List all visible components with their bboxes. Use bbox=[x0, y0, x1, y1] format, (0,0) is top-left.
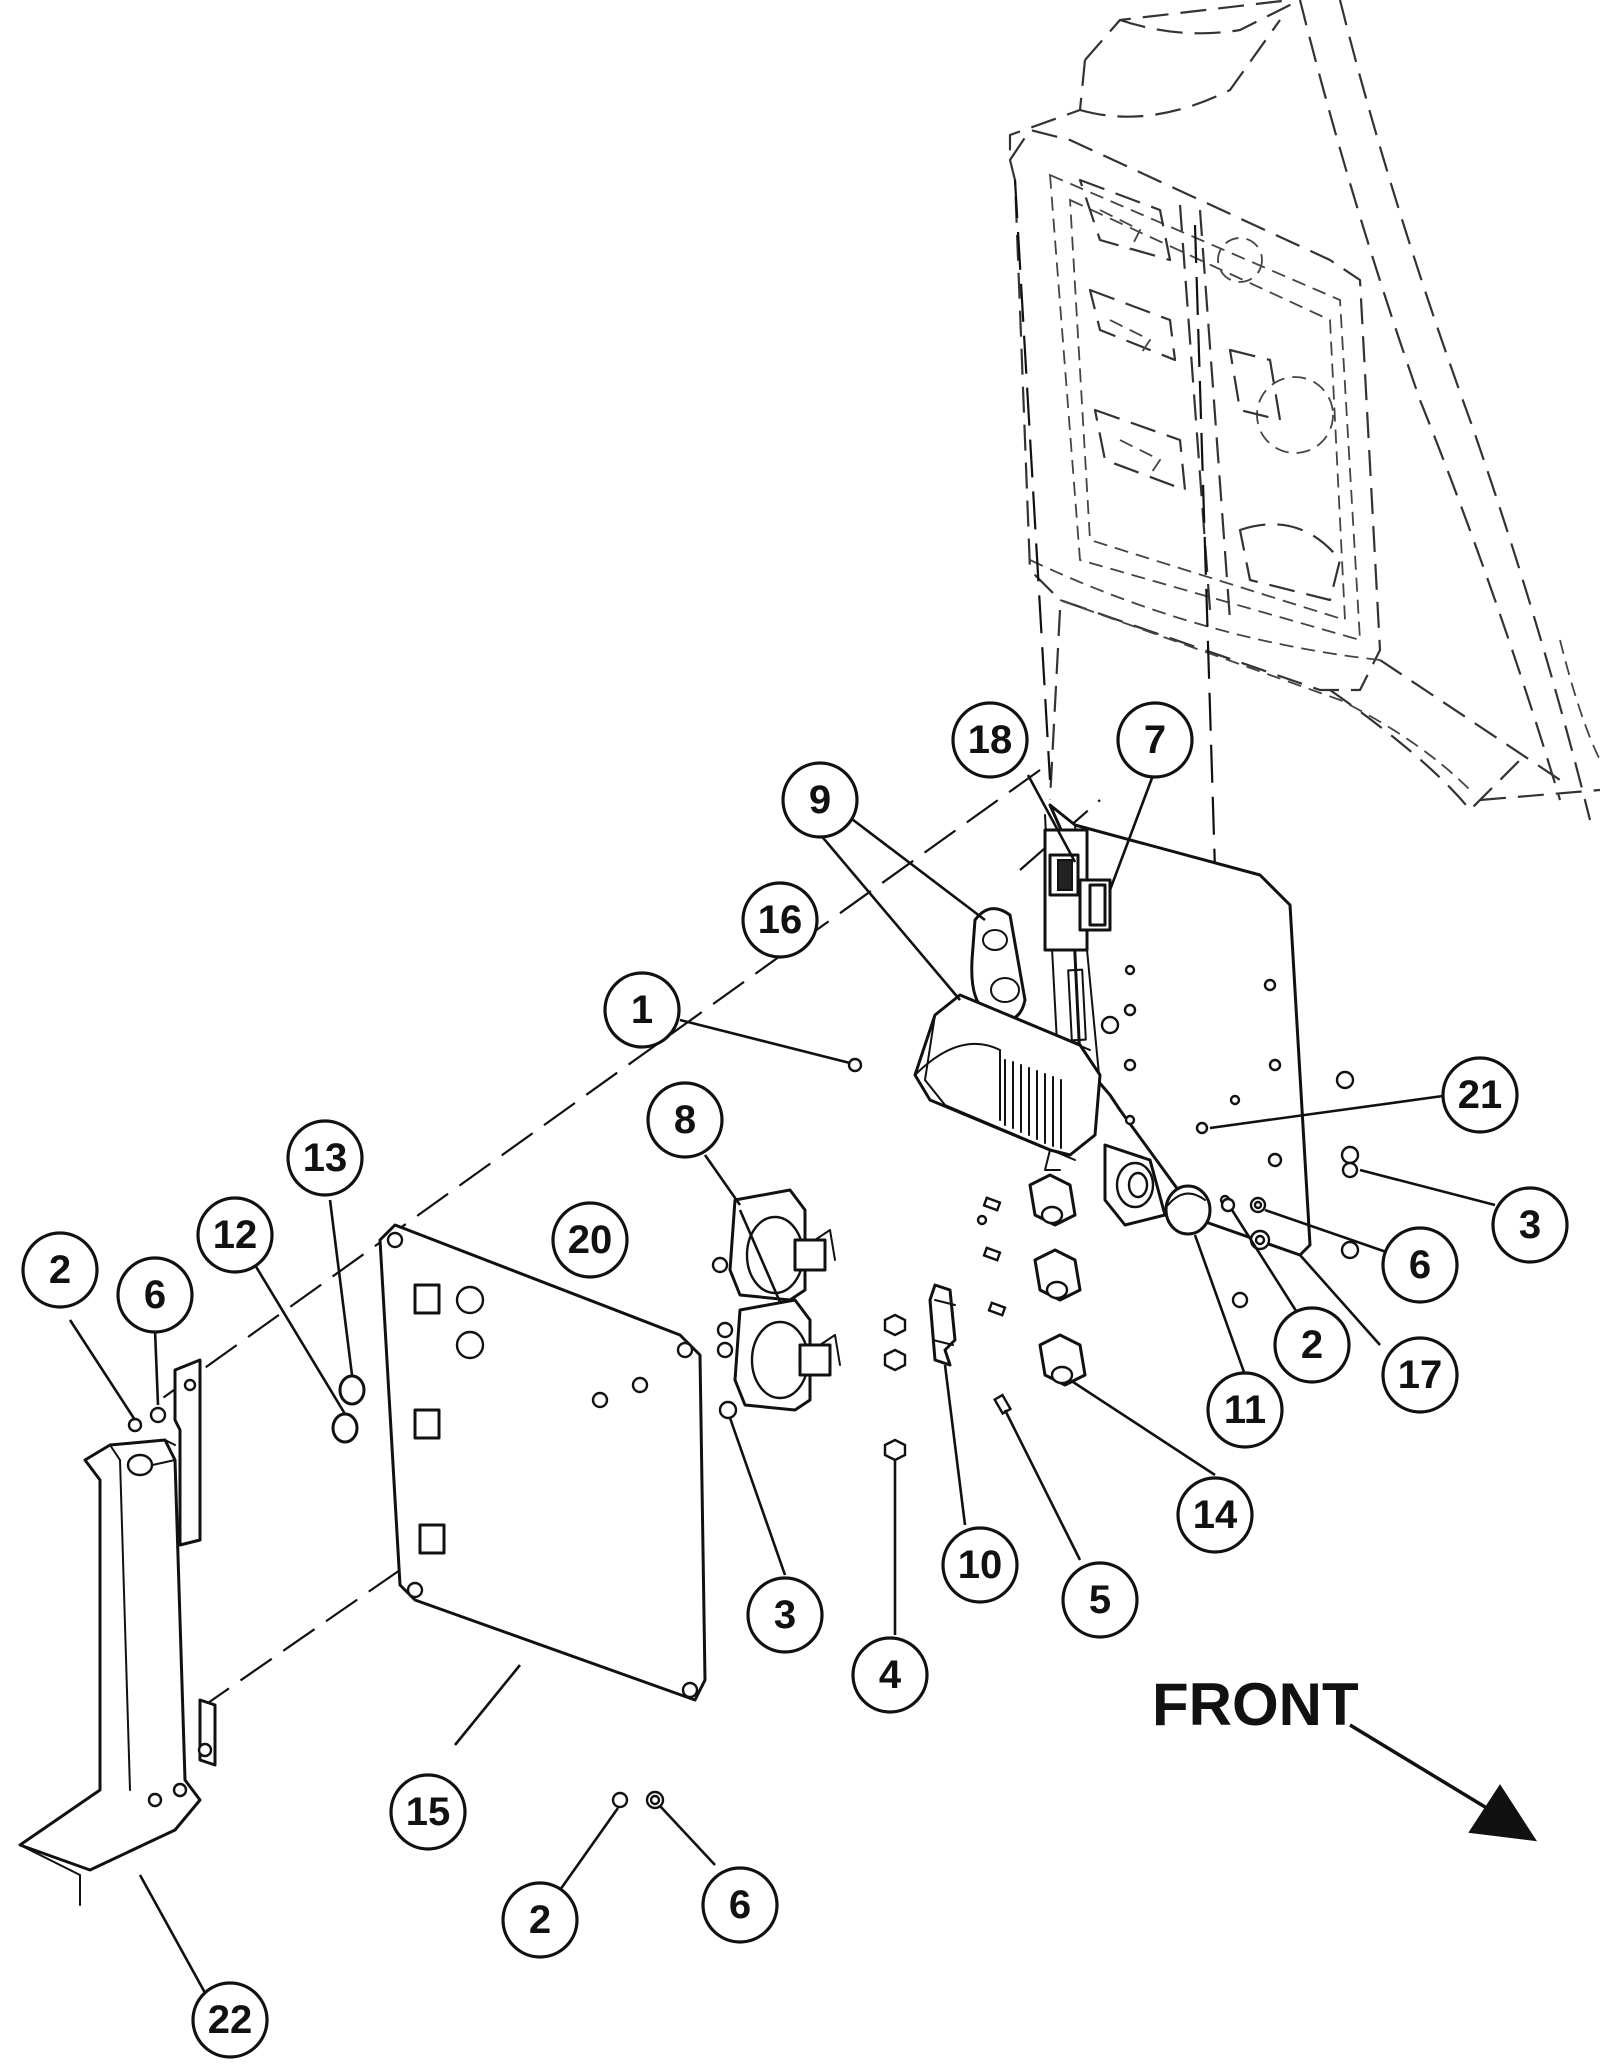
callout-6[interactable]: 6 bbox=[116, 1256, 194, 1334]
svg-text:11: 11 bbox=[1224, 1388, 1266, 1432]
controller-module-16 bbox=[913, 993, 1102, 1171]
callout-12[interactable]: 12 bbox=[196, 1196, 274, 1274]
callout-6[interactable]: 6 bbox=[1381, 1226, 1459, 1304]
callout-9[interactable]: 9 bbox=[781, 761, 859, 839]
callout-21[interactable]: 21 bbox=[1441, 1056, 1519, 1134]
pins-5 bbox=[976, 1196, 1013, 1416]
svg-text:2: 2 bbox=[1301, 1323, 1323, 1367]
callout-5[interactable]: 5 bbox=[1061, 1561, 1139, 1639]
callout-16[interactable]: 16 bbox=[741, 881, 819, 959]
cover-plate-15 bbox=[378, 1223, 707, 1702]
svg-text:21: 21 bbox=[1458, 1073, 1503, 1117]
svg-text:9: 9 bbox=[809, 778, 831, 822]
callout-17[interactable]: 17 bbox=[1381, 1336, 1459, 1414]
callout-15[interactable]: 15 bbox=[389, 1773, 467, 1851]
svg-text:14: 14 bbox=[1193, 1493, 1238, 1537]
svg-text:2: 2 bbox=[529, 1898, 551, 1942]
callout-10[interactable]: 10 bbox=[941, 1526, 1019, 1604]
svg-text:7: 7 bbox=[1144, 718, 1166, 762]
leader-lines bbox=[68, 769, 1496, 2021]
svg-text:15: 15 bbox=[406, 1790, 451, 1834]
callout-13[interactable]: 13 bbox=[286, 1119, 364, 1197]
screw-3-left bbox=[718, 1400, 738, 1420]
svg-text:22: 22 bbox=[208, 1998, 253, 2042]
callout-7[interactable]: 7 bbox=[1116, 701, 1194, 779]
callout-8[interactable]: 8 bbox=[646, 1081, 724, 1159]
svg-text:1: 1 bbox=[631, 988, 653, 1032]
cap-11 bbox=[1164, 1184, 1212, 1236]
callout-22[interactable]: 22 bbox=[191, 1981, 269, 2059]
solenoid-20 bbox=[716, 1298, 841, 1412]
svg-text:13: 13 bbox=[303, 1136, 348, 1180]
side-bracket-22 bbox=[18, 1358, 217, 1906]
callout-3[interactable]: 3 bbox=[746, 1576, 824, 1654]
solenoid-8 bbox=[711, 1188, 836, 1302]
callout-14[interactable]: 14 bbox=[1176, 1476, 1254, 1554]
svg-text:3: 3 bbox=[1519, 1203, 1541, 1247]
spacers-14 bbox=[1028, 1173, 1087, 1387]
svg-text:18: 18 bbox=[968, 718, 1013, 762]
svg-text:6: 6 bbox=[729, 1883, 751, 1927]
svg-text:20: 20 bbox=[568, 1218, 613, 1262]
bracket-10 bbox=[928, 1283, 957, 1367]
cooling-fins bbox=[1004, 1059, 1062, 1149]
callout-4[interactable]: 4 bbox=[851, 1636, 929, 1714]
mounting-plate-17 bbox=[1043, 803, 1360, 1309]
callout-20[interactable]: 20 bbox=[551, 1201, 629, 1279]
standoffs-12-13 bbox=[331, 1374, 366, 1444]
callout-11[interactable]: 11 bbox=[1206, 1371, 1284, 1449]
svg-text:2: 2 bbox=[49, 1248, 71, 1292]
callouts: 1 2 2 2 3 3 4 5 6 6 6 7 8 9 10 11 12 13 … bbox=[21, 701, 1569, 2059]
nuts-4 bbox=[883, 1313, 907, 1462]
front-label: FRONT bbox=[1152, 1671, 1359, 1738]
svg-text:4: 4 bbox=[879, 1653, 902, 1697]
callout-2[interactable]: 2 bbox=[501, 1881, 579, 1959]
connector-socket bbox=[1103, 1143, 1167, 1227]
callout-1[interactable]: 1 bbox=[603, 971, 681, 1049]
svg-text:10: 10 bbox=[958, 1543, 1003, 1587]
front-arrow: FRONT bbox=[1152, 1671, 1538, 1842]
svg-text:17: 17 bbox=[1398, 1353, 1443, 1397]
callout-2[interactable]: 2 bbox=[1273, 1306, 1351, 1384]
loose-hardware bbox=[611, 1057, 1359, 1810]
callout-3[interactable]: 3 bbox=[1491, 1186, 1569, 1264]
svg-text:6: 6 bbox=[144, 1273, 166, 1317]
svg-text:5: 5 bbox=[1089, 1578, 1111, 1622]
svg-text:3: 3 bbox=[774, 1593, 796, 1637]
callout-2[interactable]: 2 bbox=[21, 1231, 99, 1309]
callout-18[interactable]: 18 bbox=[951, 701, 1029, 779]
svg-text:8: 8 bbox=[674, 1098, 696, 1142]
svg-text:6: 6 bbox=[1409, 1243, 1431, 1287]
svg-text:12: 12 bbox=[213, 1213, 258, 1257]
ghost-housing bbox=[1008, 0, 1600, 821]
callout-6[interactable]: 6 bbox=[701, 1866, 779, 1944]
svg-text:16: 16 bbox=[758, 898, 803, 942]
